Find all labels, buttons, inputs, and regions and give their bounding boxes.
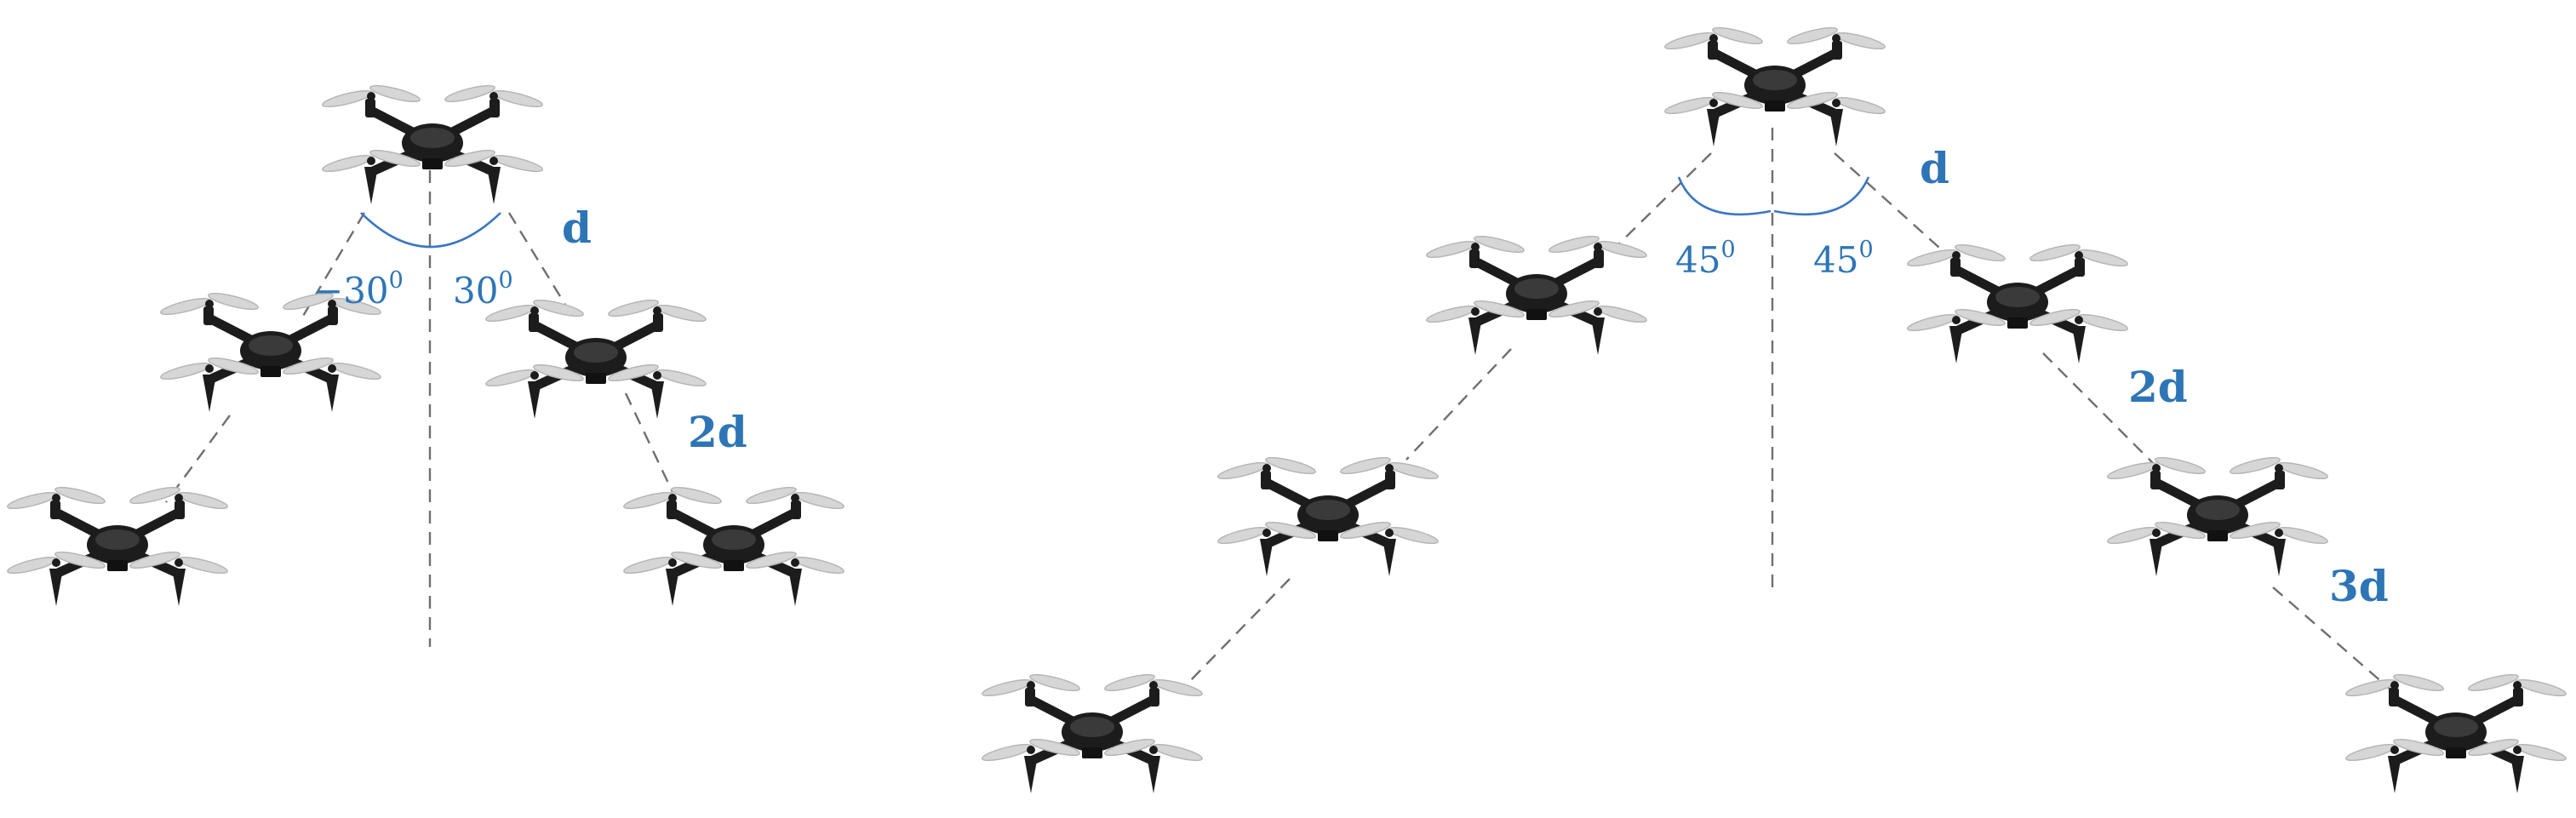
right-drone-l2: [1216, 455, 1439, 576]
right-formation: d 2d 3d 450 450: [981, 25, 2567, 793]
right-drone-r1: [1906, 242, 2128, 363]
left-angle-right-unit: 0: [498, 267, 512, 294]
right-link-leader-to-r1: [1834, 152, 1949, 256]
right-drone-leader: [1663, 25, 1886, 146]
right-link-l2-to-l3: [1189, 578, 1291, 682]
left-formation: d 2d −300 300: [6, 83, 844, 647]
right-spacing-1-label: d: [1920, 143, 1949, 193]
right-angle-right-label: 450: [1813, 237, 1874, 281]
right-link-leader-to-l1: [1606, 152, 1712, 256]
left-spacing-2-label: 2d: [688, 407, 747, 457]
right-spacing-2-label: 2d: [2128, 362, 2188, 412]
left-angle-arc: [360, 212, 501, 249]
right-link-r1-to-r2: [2042, 352, 2159, 469]
right-angle-left-value: 45: [1675, 239, 1720, 281]
left-angle-right-value: 30: [453, 270, 498, 312]
right-angle-arc-left: [1677, 176, 1772, 216]
left-drone-r1: [484, 297, 707, 419]
left-angle-left-unit: 0: [389, 267, 404, 294]
right-link-l1-to-l2: [1405, 348, 1512, 460]
right-drone-r3: [2344, 672, 2567, 793]
right-drone-r2: [2106, 455, 2328, 576]
right-angle-left-unit: 0: [1720, 237, 1735, 263]
left-link-r1-to-r2: [624, 392, 674, 493]
left-spacing-1-label: d: [562, 203, 592, 253]
right-drone-l3: [981, 672, 1203, 793]
left-angle-right-label: 300: [453, 267, 513, 312]
right-drone-l1: [1425, 233, 1647, 355]
right-spacing-3-label: 3d: [2329, 561, 2389, 611]
right-angle-right-unit: 0: [1858, 237, 1873, 263]
left-link-leader-to-r1: [507, 212, 567, 306]
right-link-r2-to-r3: [2272, 586, 2391, 690]
right-angle-arc-right: [1773, 176, 1870, 216]
left-drone-l2: [6, 484, 228, 606]
right-angle-left-label: 450: [1675, 237, 1736, 281]
left-angle-left-label: −300: [313, 267, 404, 312]
left-angle-left-value: −30: [313, 270, 389, 312]
left-drone-leader: [321, 83, 543, 204]
left-drone-r2: [622, 484, 844, 606]
right-angle-right-value: 45: [1813, 239, 1858, 281]
